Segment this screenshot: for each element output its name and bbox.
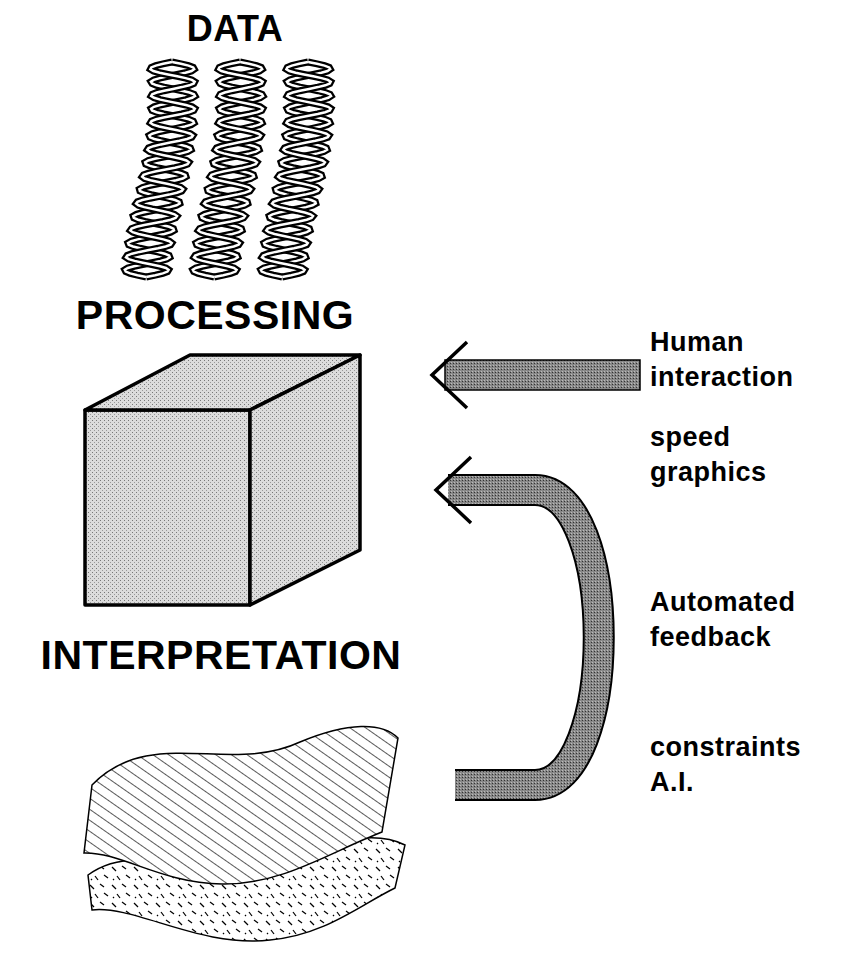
strand-core <box>261 62 331 277</box>
strand-core <box>194 62 263 277</box>
strand-outline <box>194 62 263 277</box>
interpretation-node: INTERPRETATION <box>2 632 440 950</box>
data-strands <box>125 62 331 277</box>
arrow-band <box>448 490 599 785</box>
side-note: Human interaction <box>650 325 838 395</box>
strand-core <box>126 62 195 277</box>
node-heading: PROCESSING <box>16 292 414 339</box>
side-note: Automated feedback <box>650 585 838 655</box>
strand-outline <box>262 62 331 277</box>
side-note: constraints A.I. <box>650 730 838 800</box>
data-node: DATA <box>96 8 374 288</box>
strand-outline <box>261 62 331 277</box>
strand-core <box>193 62 263 277</box>
arrow-band-outline <box>448 490 599 785</box>
strand-core <box>125 62 195 277</box>
interpretation-surfaces <box>84 726 405 941</box>
node-heading: INTERPRETATION <box>2 632 440 679</box>
strand-outline <box>126 62 195 277</box>
processing-cube <box>85 355 360 605</box>
arrow-head <box>436 457 471 523</box>
node-heading: DATA <box>96 8 374 50</box>
side-note: speed graphics <box>650 420 838 490</box>
human-interaction-arrow <box>432 342 640 408</box>
strand-core <box>262 62 331 277</box>
strand-outline <box>193 62 263 277</box>
feedback-arrow <box>436 457 599 785</box>
processing-node: PROCESSING <box>16 292 414 612</box>
strand-outline <box>125 62 195 277</box>
